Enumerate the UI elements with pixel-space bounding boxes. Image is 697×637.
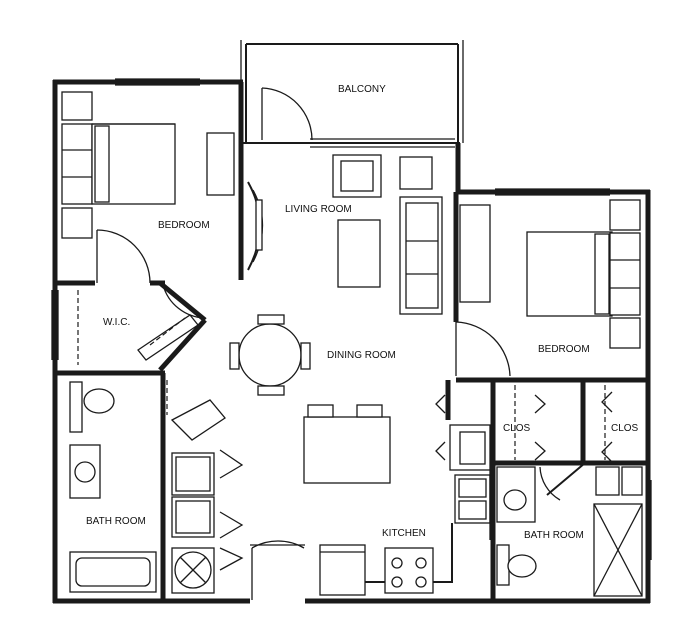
clos-right-label: CLOS [611, 423, 639, 434]
clos-left-label: CLOS [503, 423, 531, 434]
bath-right: BATH ROOM [496, 462, 643, 597]
bath-right-label: BATH ROOM [524, 530, 584, 541]
bedroom-right: BEDROOM [455, 199, 641, 377]
closets: CLOS CLOS [435, 385, 639, 463]
bath-left: BATH ROOM [69, 380, 244, 594]
bedroom-left: BEDROOM [61, 91, 235, 284]
kitchen-label: KITCHEN [382, 528, 426, 539]
living-room: LIVING ROOM [247, 154, 443, 315]
dining-room-label: DINING ROOM [327, 350, 396, 361]
walk-in-closet: W.I.C. [77, 284, 206, 365]
interior-walls [55, 143, 648, 603]
balcony: BALCONY [240, 40, 464, 148]
living-room-label: LIVING ROOM [285, 204, 352, 215]
dining-room: DINING ROOM [229, 314, 396, 396]
bedroom-left-label: BEDROOM [158, 220, 210, 231]
kitchen: KITCHEN [250, 404, 491, 600]
exterior-walls [52, 79, 651, 604]
bedroom-right-label: BEDROOM [538, 344, 590, 355]
windows [51, 78, 652, 560]
bath-left-label: BATH ROOM [86, 516, 146, 527]
balcony-label: BALCONY [338, 84, 386, 95]
wic-label: W.I.C. [103, 317, 130, 328]
